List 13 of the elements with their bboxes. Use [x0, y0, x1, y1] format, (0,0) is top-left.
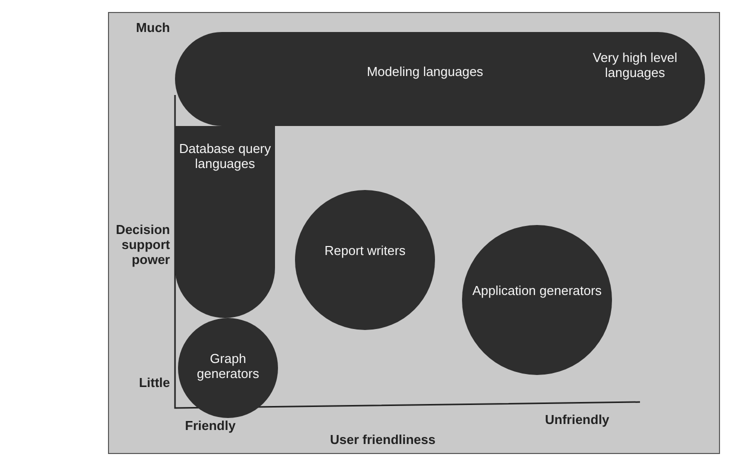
axis-label: Decision support power: [114, 222, 170, 267]
axis-label: User friendliness: [330, 432, 436, 447]
axis-label: Friendly: [185, 418, 237, 433]
node-label: Graph generators: [196, 351, 260, 381]
axis-label: Unfriendly: [545, 412, 610, 427]
axis-label: Much: [135, 20, 170, 35]
rounded-band: [175, 32, 705, 126]
node-label: Report writers: [324, 243, 406, 258]
node-label: Very high level languages: [592, 50, 678, 80]
axis-label: Little: [138, 375, 170, 390]
node-label: Database query languages: [178, 141, 272, 171]
node-label: Application generators: [471, 283, 603, 298]
node-label: Modeling languages: [366, 64, 484, 79]
